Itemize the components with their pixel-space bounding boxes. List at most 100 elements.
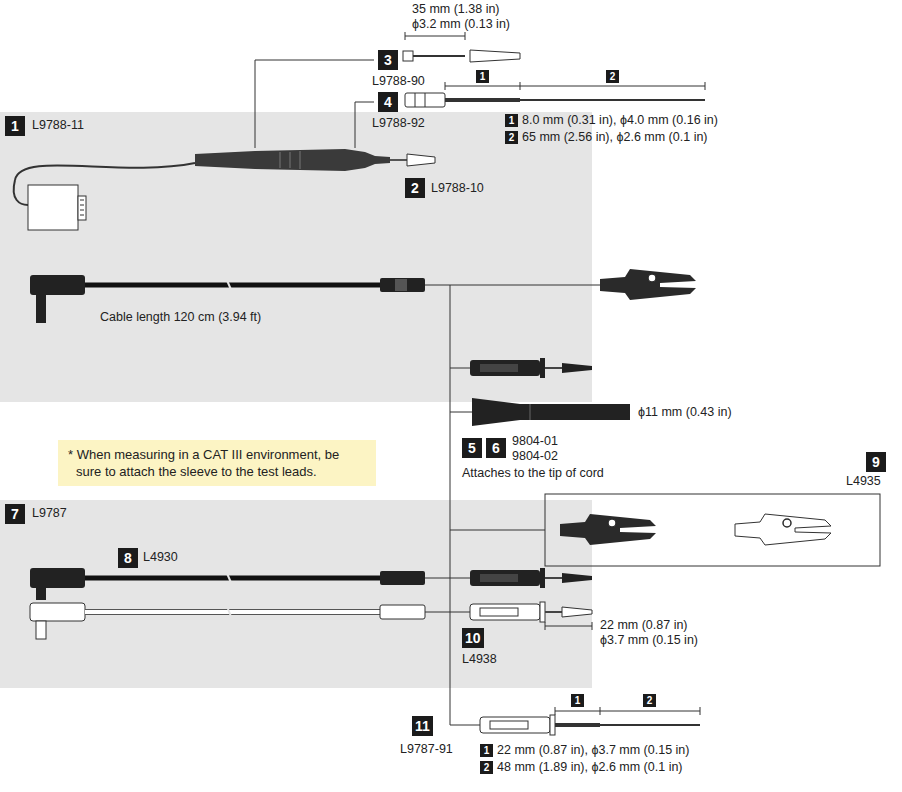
callout-text: 2 [509, 132, 515, 143]
probe-l9788-92 [520, 82, 521, 90]
part-number: 9804-01 [512, 434, 558, 448]
sleeve [520, 404, 630, 420]
dimension-marker: 2 [480, 761, 493, 774]
callout-number: 11 [412, 716, 433, 736]
probe-l9788-11 [280, 152, 281, 168]
probe-l9788-11 [290, 152, 291, 168]
probe-l9788-11 [14, 180, 28, 205]
part-number: L4935 [846, 474, 881, 488]
callout-text: 1 [11, 118, 19, 134]
probe-l9787-91 [480, 717, 550, 733]
test-lead-black [30, 275, 85, 295]
dimension-marker: 1 [571, 694, 584, 707]
callout-text: 11 [415, 718, 430, 734]
l4935-frame [545, 494, 880, 566]
probe-l9788-92 [415, 93, 416, 107]
clip-l4935 [735, 514, 831, 545]
probe-l9788-11 [80, 200, 84, 201]
dimension-marker: 1 [480, 744, 493, 757]
callout-text: 1 [484, 745, 490, 756]
sleeve [472, 398, 630, 426]
probe-l9788-11 [80, 215, 84, 216]
callout-number: 7 [5, 504, 25, 524]
connector-lines [450, 412, 472, 413]
probe-l9787-91 [555, 707, 556, 715]
test-lead-l4930 [380, 571, 425, 585]
dimension: ϕ11 mm (0.43 in) [638, 405, 732, 419]
dimension-marker: 1 [505, 114, 518, 127]
dimension-marker: 2 [606, 70, 619, 83]
probe-l9788-11 [407, 154, 435, 166]
probe-l9788-90 [405, 36, 465, 37]
callout-text: 3 [384, 52, 392, 68]
connector-lines [355, 102, 374, 148]
connector-lines [450, 530, 545, 531]
note: Attaches to the tip of cord [462, 466, 604, 480]
callout-number: 8 [118, 548, 138, 568]
test-lead-black [600, 269, 696, 300]
probe-l9788-92 [425, 93, 426, 107]
dimension-marker: 1 [476, 70, 489, 83]
test-lead-l4930 [470, 602, 592, 622]
callout-text: 1 [509, 115, 515, 126]
panel-note: Cable length 120 cm (3.94 ft) [100, 310, 261, 324]
part-number: L9788-11 [32, 118, 84, 132]
part-number: 9804-02 [512, 449, 558, 463]
test-lead-l4930 [226, 604, 232, 619]
probe-l9788-11 [80, 210, 84, 211]
callout-text: 10 [465, 630, 481, 646]
connector-lines [425, 578, 470, 579]
test-lead-l4930 [545, 622, 546, 630]
callout-text: 2 [610, 71, 616, 82]
probe-l9788-92 [445, 98, 520, 102]
part-number: L4930 [143, 550, 178, 564]
probe-l9788-92 [445, 82, 446, 90]
accessory-panel: L97877810 [0, 500, 592, 688]
test-lead-l4930 [30, 603, 85, 621]
test-lead-l4930 [592, 622, 593, 630]
probe-l9788-90 [465, 32, 466, 40]
grey-panel [0, 112, 592, 402]
dimension-marker: 2 [643, 694, 656, 707]
probe-l9788-11 [80, 205, 84, 206]
probe-l9788-92 [445, 86, 705, 87]
callout-number: 1 [5, 116, 25, 136]
probe-l9787-91 [555, 711, 700, 712]
probe-l9788-11 [300, 151, 301, 169]
probe-l9788-92 [520, 99, 705, 101]
test-lead-black [36, 295, 46, 323]
grey-panel [0, 112, 592, 688]
test-lead-l4930 [545, 626, 592, 627]
sleeve [530, 404, 531, 420]
probe-l9788-90 [403, 32, 520, 62]
test-lead-l4930 [85, 610, 380, 614]
connector-lines [255, 60, 374, 148]
part-number: L9787-91 [400, 742, 453, 756]
accessory-panel: L9788-11Cable length 120 cm (3.94 ft) 1 2 [0, 112, 592, 402]
probe-l9788-11 [195, 149, 390, 171]
part-number: L4938 [462, 652, 497, 666]
test-lead-black [380, 278, 425, 292]
probe-l9788-90 [405, 32, 406, 40]
callout-text: 8 [124, 550, 132, 566]
probe-l9788-11 [14, 149, 435, 230]
clip-l4935 [560, 514, 831, 545]
test-lead-l4930 [30, 568, 592, 639]
probe-l9788-90 [470, 50, 520, 62]
test-lead-black [470, 358, 592, 378]
probe-l9787-91 [550, 715, 555, 735]
callout-text: 1 [575, 695, 581, 706]
callout-number: 9 [866, 452, 886, 472]
connector-lines [450, 285, 451, 725]
part-number: L9788-10 [431, 181, 484, 195]
dimension: 48 mm (1.89 in), ϕ2.6 mm (0.1 in) [497, 760, 683, 774]
connector-lines [425, 612, 470, 613]
probe-l9788-92 [405, 93, 445, 107]
probe-l9787-91 [555, 723, 600, 727]
probe-l9788-11 [78, 196, 86, 220]
note-box: * When measuring in a CAT III environmen… [58, 440, 376, 486]
callout-text: 2 [647, 695, 653, 706]
probe-l9788-90 [413, 55, 465, 57]
